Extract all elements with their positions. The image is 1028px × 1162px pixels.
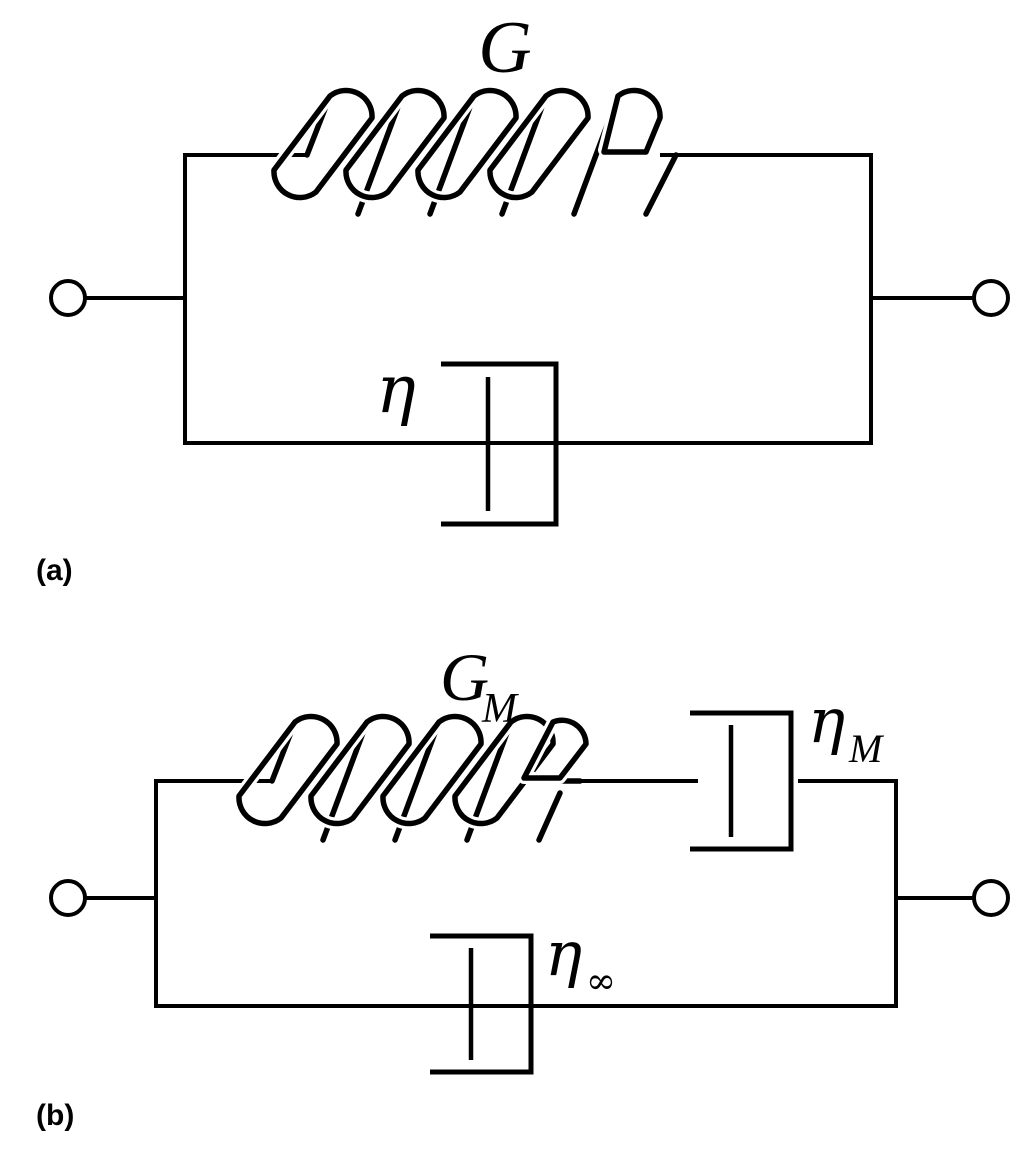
panel-b-coil-front-1 xyxy=(236,713,340,827)
panel-b-spring-label-group: G M xyxy=(440,639,519,732)
panel-a-dashpot-label: η xyxy=(376,351,416,428)
panel-b-dashpot-infinity-label-base: η xyxy=(545,917,582,990)
panel-a-dashpot xyxy=(441,361,559,527)
panel-a-left-terminal-circle xyxy=(49,279,87,317)
panel-a: G η (a) xyxy=(36,7,1010,587)
panel-b-spring-label-subscript: M xyxy=(481,686,519,732)
panel-b-dashpot-infinity xyxy=(430,933,534,1075)
panel-b-right-terminal-circle xyxy=(972,879,1010,917)
panel-b-spring-label-base: G xyxy=(440,639,489,715)
panel-b-dashpot-m-label-group: η M xyxy=(808,684,885,771)
panel-a-coil-front-2 xyxy=(343,87,447,201)
panel-b: G M η M η ∞ (b) xyxy=(36,639,1010,1132)
panel-a-coil-front-1 xyxy=(271,87,375,201)
panel-b-coil-front-2 xyxy=(308,713,412,827)
panel-a-right-terminal-circle xyxy=(972,279,1010,317)
panel-a-coil-back-5 xyxy=(643,152,679,217)
panel-b-left-terminal-circle xyxy=(49,879,87,917)
panel-b-dashpot-m xyxy=(690,710,794,852)
panel-a-dashpot-cylinder xyxy=(441,361,559,527)
panel-b-coil-back-4 xyxy=(536,790,563,843)
panel-a-spring-label: G xyxy=(478,7,531,89)
panel-a-spring-coil xyxy=(267,84,873,217)
panel-b-circuit-frame xyxy=(154,779,898,1008)
panel-b-coil-front-3 xyxy=(380,713,484,827)
panel-a-coil-front-4 xyxy=(487,87,591,201)
panel-b-coil-front-5 xyxy=(521,717,589,781)
panel-b-caption: (b) xyxy=(36,1099,74,1132)
panel-b-dashpot-m-cylinder xyxy=(690,710,794,852)
panel-b-dashpot-infinity-label-subscript: ∞ xyxy=(586,961,616,1002)
panel-b-coil-front-4 xyxy=(452,713,556,827)
panel-a-coil-front-3 xyxy=(415,87,519,201)
panel-b-spring-coil xyxy=(232,710,698,843)
panel-b-dashpot-m-label-subscript: M xyxy=(848,726,885,771)
panel-b-dashpot-infinity-label-group: η ∞ xyxy=(545,917,616,1002)
panel-a-coil-front-5 xyxy=(601,87,663,155)
panel-b-dashpot-infinity-cylinder xyxy=(430,933,534,1075)
panel-a-caption: (a) xyxy=(36,554,73,587)
panel-b-dashpot-m-label-base: η xyxy=(808,684,845,757)
